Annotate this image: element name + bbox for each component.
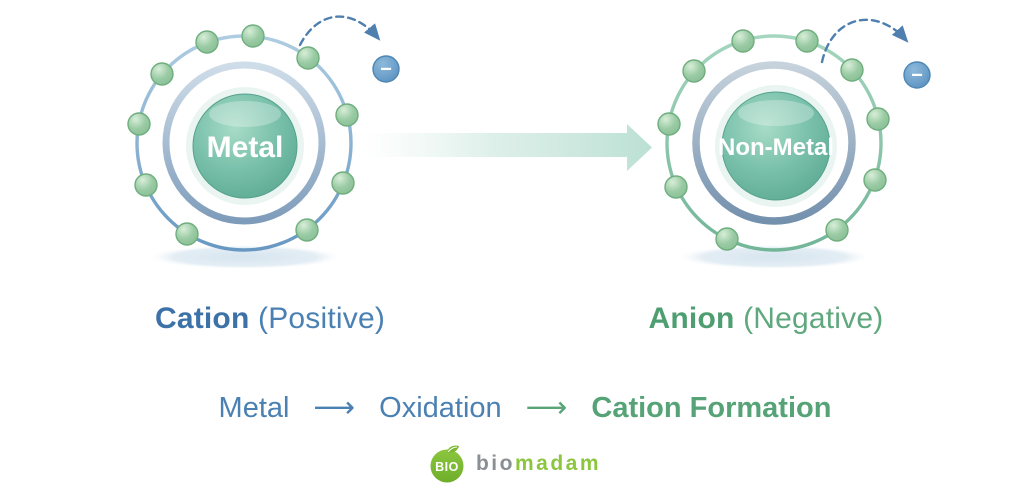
- flow-arrow-icon: ⟶: [525, 392, 568, 424]
- brand-bio: bio: [475, 452, 515, 475]
- nucleus-gloss: [738, 100, 814, 126]
- ejected-electron-body: [903, 61, 931, 89]
- bio-badge-icon: BIO: [430, 445, 464, 483]
- atom-shadow: [679, 245, 869, 269]
- electron: [331, 171, 355, 195]
- cation-title-bold: Cation: [154, 302, 250, 335]
- outer-electron-shell: [665, 34, 883, 252]
- anion-title-suffix: (Negative): [734, 302, 884, 335]
- flow-step-metal: Metal: [218, 392, 290, 424]
- inner-electron-shell: [692, 61, 856, 225]
- electron: [657, 112, 681, 136]
- leaf-icon: [446, 445, 459, 453]
- electron: [682, 59, 706, 83]
- electron: [134, 173, 158, 197]
- electron: [195, 30, 219, 54]
- ion-formation-illustration: Metal −: [127, 15, 931, 269]
- brand-wordmark: biomadam: [476, 452, 601, 476]
- electron: [715, 227, 739, 251]
- inner-electron-shell: [162, 61, 326, 225]
- reaction-arrow: [365, 124, 652, 171]
- electron: [825, 218, 849, 242]
- electron-transfer-arrow: [820, 18, 909, 64]
- process-flow: Metal ⟶ Oxidation ⟶ Cation Formation: [13, 390, 1024, 425]
- cation-atom: Metal −: [127, 15, 400, 269]
- outer-electrons: [127, 24, 359, 246]
- atom-shadow: [150, 245, 340, 269]
- electron: [335, 103, 359, 127]
- ejected-electron: −: [903, 61, 931, 89]
- flow-arrow-icon: ⟶: [313, 392, 356, 424]
- electron: [664, 175, 688, 199]
- electron: [863, 168, 887, 192]
- outer-electrons: [657, 29, 890, 251]
- anion-title-bold: Anion: [648, 302, 735, 335]
- nucleus-gloss: [209, 101, 281, 127]
- electron: [127, 112, 151, 136]
- minus-icon: −: [380, 59, 392, 81]
- electron-transfer-arrow: [298, 15, 381, 47]
- electron: [866, 107, 890, 131]
- nucleus-label: Non-Metal: [718, 134, 834, 161]
- bio-badge-text: BIO: [435, 460, 459, 474]
- anion-atom: Non-Metal −: [657, 18, 931, 269]
- electron: [840, 58, 864, 82]
- flow-step-cation-formation: Cation Formation: [591, 392, 832, 424]
- cation-title: Cation (Positive): [155, 302, 385, 336]
- electron: [795, 29, 819, 53]
- nucleus: [721, 91, 831, 201]
- ejected-electron-body: [372, 55, 400, 83]
- minus-icon: −: [911, 65, 923, 87]
- electron: [296, 46, 320, 70]
- cation-title-suffix: (Positive): [249, 302, 386, 335]
- ejected-electron: −: [372, 55, 400, 83]
- nucleus: [192, 93, 298, 199]
- anion-title: Anion (Negative): [649, 302, 884, 336]
- electron: [295, 218, 319, 242]
- electron: [731, 29, 755, 53]
- brand-madam: madam: [514, 452, 602, 475]
- nucleus-label: Metal: [207, 131, 284, 164]
- flow-step-oxidation: Oxidation: [379, 392, 502, 424]
- electron: [175, 222, 199, 246]
- biomadam-logo: BIO biomadam: [2, 444, 1024, 484]
- electron: [241, 24, 265, 48]
- electron: [150, 62, 174, 86]
